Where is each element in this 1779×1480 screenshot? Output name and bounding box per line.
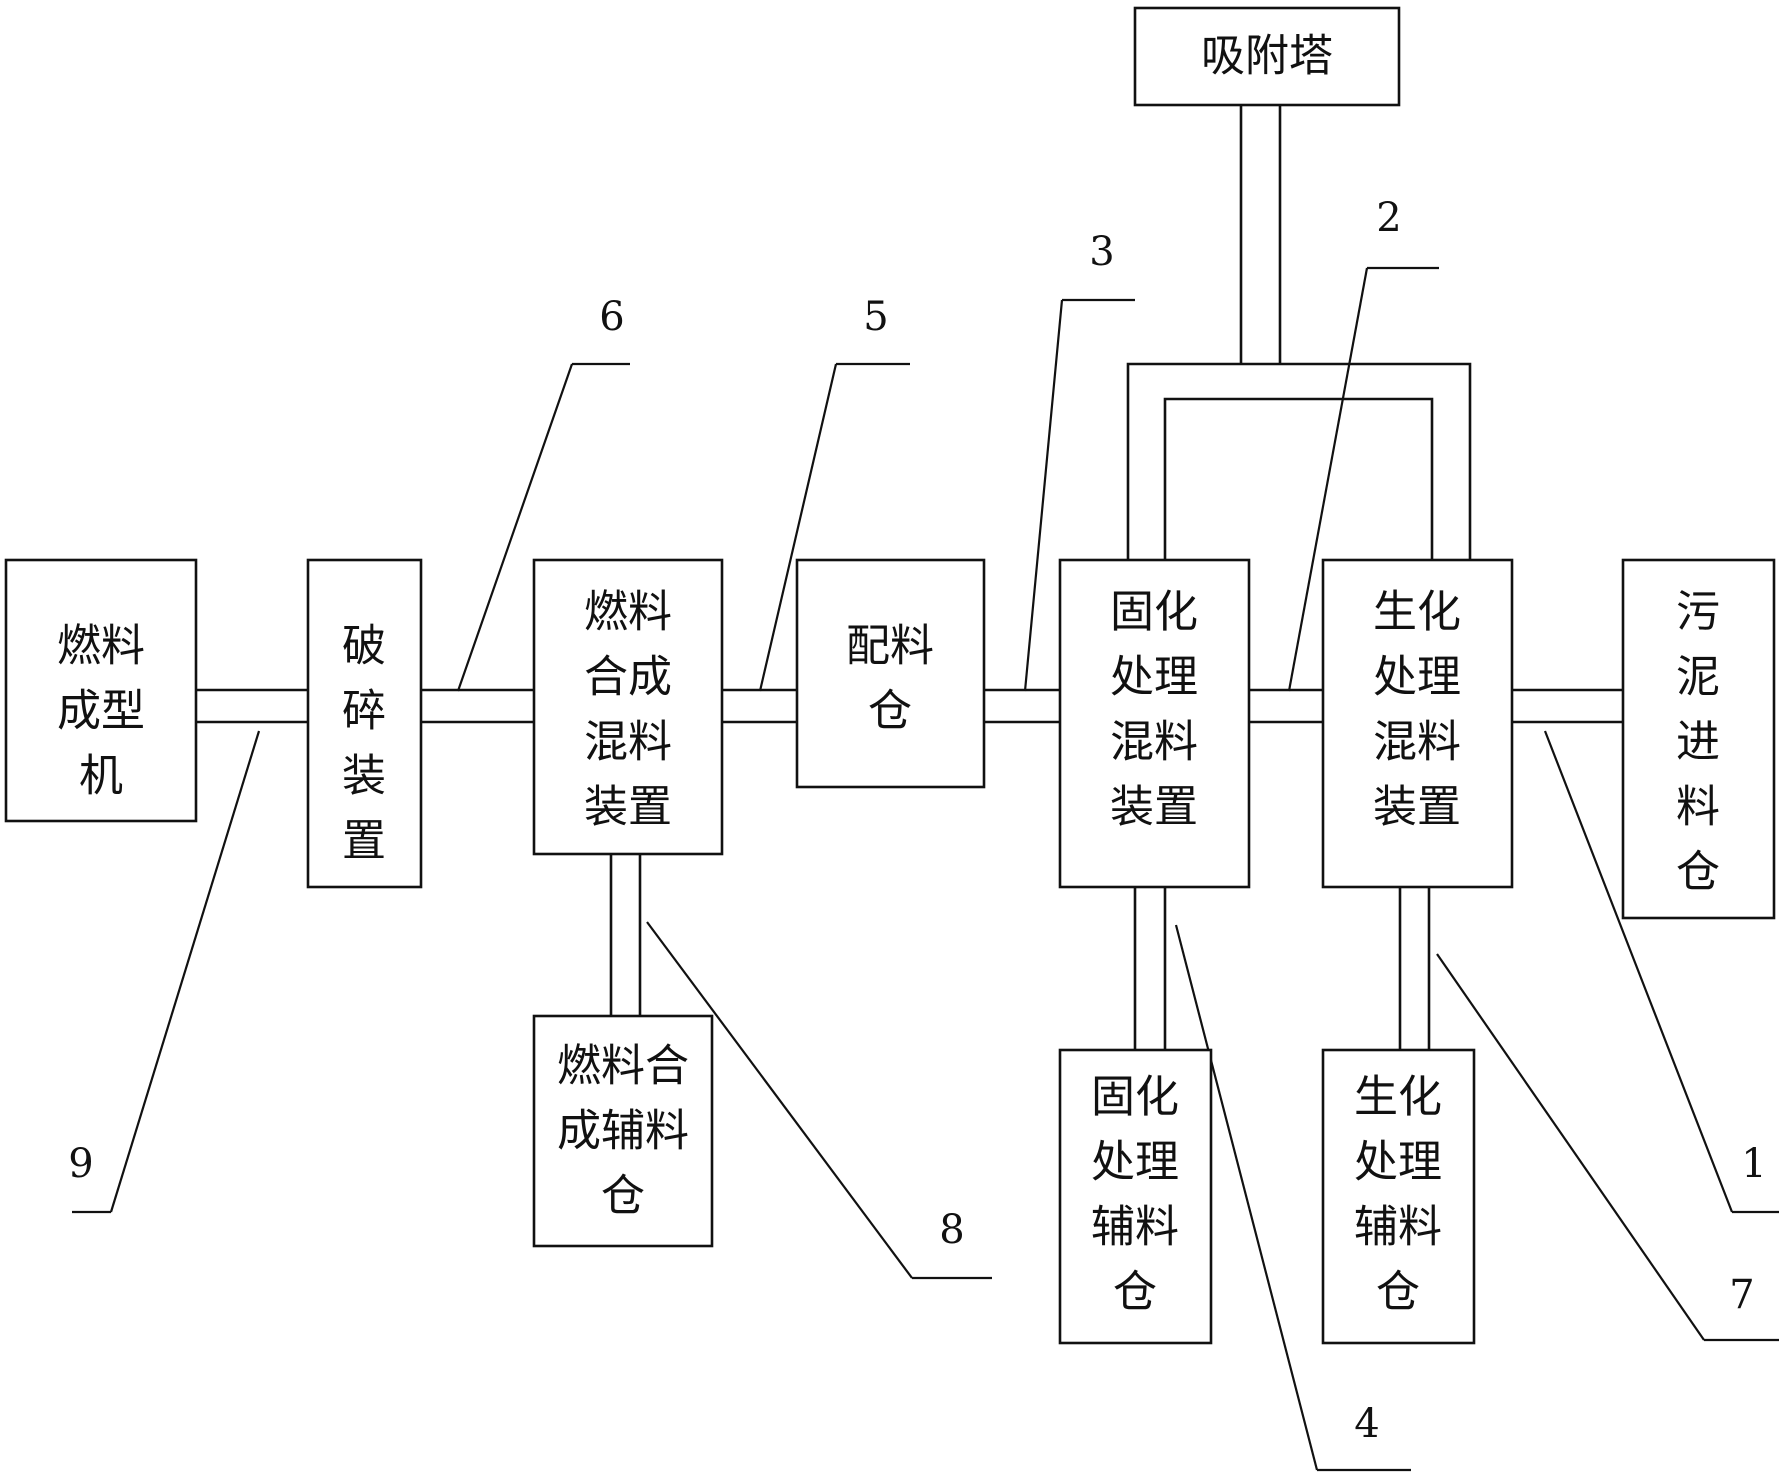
ref-number-6: 6 — [599, 294, 624, 340]
ref-number-5: 5 — [863, 294, 888, 340]
solidification-aux-bin-label-line-3: 辅料 — [1091, 1202, 1179, 1253]
solidification-aux-bin-label-line-1: 固化 — [1091, 1072, 1179, 1123]
crushing-device-label-line-1: 破 — [342, 621, 386, 672]
fuel-forming-machine-label-line-1: 燃料 — [57, 621, 145, 672]
fuel-synthesis-mixing-label-line-2: 合成 — [584, 652, 672, 703]
pipe-5 — [722, 688, 797, 724]
ref-number-4: 4 — [1354, 1401, 1379, 1447]
sludge-feed-bin: 污 泥 进 料 仓 — [1621, 558, 1776, 920]
biochemical-mixing-label-line-3: 混料 — [1373, 717, 1461, 768]
fuel-synthesis-aux-bin-label-line-2: 成辅料 — [557, 1106, 689, 1157]
sludge-feed-bin-label-line-3: 进 — [1676, 717, 1720, 768]
fuel-forming-machine-label-line-2: 成型 — [57, 686, 145, 737]
adsorption-tower: 吸附塔 — [1133, 6, 1401, 107]
ref-number-3: 3 — [1089, 229, 1114, 275]
sludge-feed-bin-label-line-1: 污 — [1676, 587, 1720, 638]
solidification-mixing-label-line-2: 处理 — [1110, 652, 1198, 703]
sludge-feed-bin-label-line-5: 仓 — [1676, 847, 1720, 898]
pipe-2 — [1249, 688, 1323, 724]
solidification-aux-bin: 固化 处理 辅料 仓 — [1058, 1048, 1213, 1345]
solidification-mixing-label-line-3: 混料 — [1110, 717, 1198, 768]
solidification-mixing-label-line-1: 固化 — [1110, 587, 1198, 638]
fuel-synthesis-mixing-device: 燃料 合成 混料 装置 — [532, 558, 724, 856]
ref-number-1: 1 — [1741, 1141, 1766, 1187]
fuel-synthesis-mixing-label-line-1: 燃料 — [584, 587, 672, 638]
ref-number-7: 7 — [1729, 1272, 1754, 1318]
biochemical-aux-bin: 生化 处理 辅料 仓 — [1321, 1048, 1476, 1345]
pipe-6 — [421, 688, 534, 724]
pipe-8 — [609, 854, 642, 1016]
batching-bin-label-line-1: 配料 — [846, 621, 934, 672]
biochemical-aux-bin-label-line-3: 辅料 — [1354, 1202, 1442, 1253]
fuel-forming-machine: 燃料 成型 机 — [4, 558, 198, 823]
pipe-3 — [984, 688, 1060, 724]
crushing-device-label-line-4: 置 — [342, 816, 386, 867]
fuel-synthesis-aux-bin: 燃料合 成辅料 仓 — [532, 1014, 714, 1248]
ref-number-9: 9 — [68, 1141, 93, 1187]
biochemical-mixing-device: 生化 处理 混料 装置 — [1321, 558, 1514, 889]
adsorption-manifold — [1126, 105, 1472, 560]
leader-lines — [72, 266, 1779, 1472]
biochemical-mixing-label-line-2: 处理 — [1373, 652, 1461, 703]
sludge-feed-bin-label-line-4: 料 — [1676, 782, 1720, 833]
solidification-aux-bin-label-line-2: 处理 — [1091, 1137, 1179, 1188]
crushing-device-label-line-2: 碎 — [342, 686, 386, 737]
solidification-mixing-label-line-4: 装置 — [1110, 782, 1198, 833]
biochemical-aux-bin-label-line-4: 仓 — [1376, 1267, 1420, 1318]
ref-number-8: 8 — [939, 1207, 964, 1253]
biochemical-aux-bin-label-line-2: 处理 — [1354, 1137, 1442, 1188]
fuel-synthesis-mixing-label-line-3: 混料 — [584, 717, 672, 768]
batching-bin-label-line-2: 仓 — [868, 686, 912, 737]
crushing-device: 破 碎 装 置 — [306, 558, 423, 889]
pipe-4 — [1133, 887, 1167, 1050]
biochemical-aux-bin-label-line-1: 生化 — [1354, 1072, 1442, 1123]
fuel-synthesis-aux-bin-label-line-3: 仓 — [601, 1171, 645, 1222]
crushing-device-label-line-3: 装 — [342, 751, 386, 802]
solidification-aux-bin-label-line-4: 仓 — [1113, 1267, 1157, 1318]
biochemical-mixing-label-line-1: 生化 — [1373, 587, 1461, 638]
fuel-synthesis-aux-bin-label-line-1: 燃料合 — [557, 1041, 689, 1092]
sludge-feed-bin-label-line-2: 泥 — [1676, 652, 1720, 703]
biochemical-mixing-label-line-4: 装置 — [1373, 782, 1461, 833]
adsorption-tower-label: 吸附塔 — [1201, 31, 1333, 82]
batching-bin: 配料 仓 — [795, 558, 986, 789]
ref-number-2: 2 — [1376, 195, 1401, 241]
solidification-mixing-device: 固化 处理 混料 装置 — [1058, 558, 1251, 889]
pipe-9 — [196, 688, 308, 724]
fuel-synthesis-mixing-label-line-4: 装置 — [584, 782, 672, 833]
pipe-7 — [1398, 887, 1431, 1050]
pipe-1 — [1512, 688, 1623, 724]
fuel-forming-machine-label-line-3: 机 — [79, 751, 123, 802]
